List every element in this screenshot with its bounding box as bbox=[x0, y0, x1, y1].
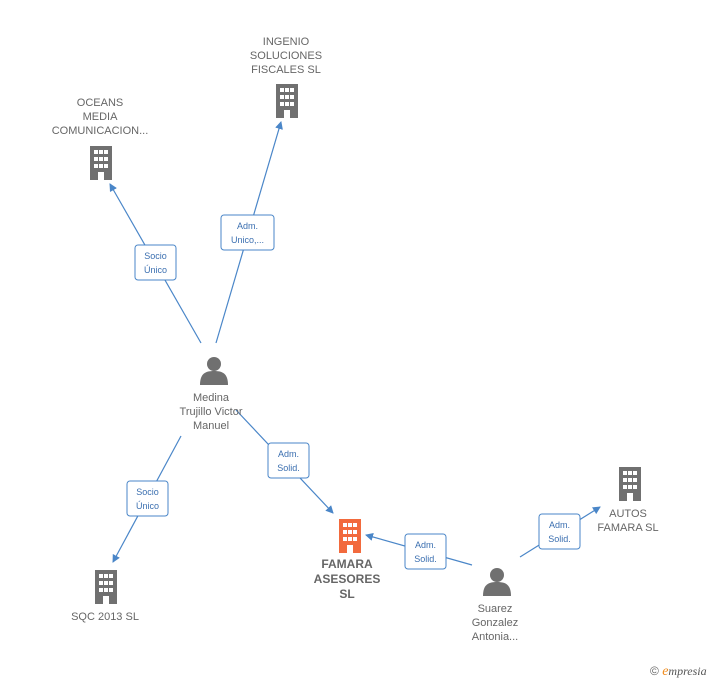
node-label: SQC 2013 SL bbox=[71, 611, 139, 623]
relation-label: Adm. bbox=[237, 221, 258, 231]
node-label: SOLUCIONES bbox=[250, 50, 322, 62]
copyright-symbol: © bbox=[650, 664, 659, 678]
node-label: OCEANS bbox=[77, 97, 123, 109]
node-label: ASESORES bbox=[314, 572, 381, 586]
node-ingenio[interactable]: INGENIO SOLUCIONES FISCALES SL bbox=[250, 36, 322, 118]
node-label: Medina bbox=[193, 392, 230, 404]
relation-label: Adm. bbox=[415, 540, 436, 550]
node-sqc[interactable]: SQC 2013 SL bbox=[71, 570, 139, 623]
node-label: COMUNICACION... bbox=[52, 125, 149, 137]
node-medina[interactable]: Medina Trujillo Victor Manuel bbox=[180, 357, 243, 432]
relation-label: Adm. bbox=[549, 520, 570, 530]
relation-label: Socio bbox=[144, 251, 167, 261]
relation-label: Solid. bbox=[277, 463, 300, 473]
node-label: FAMARA SL bbox=[597, 522, 658, 534]
node-label: Antonia... bbox=[472, 631, 518, 643]
node-famara[interactable]: FAMARA ASESORES SL bbox=[314, 519, 381, 601]
relation-medina-ingenio[interactable]: Adm. Unico,... bbox=[220, 214, 275, 251]
relation-label: Socio bbox=[136, 487, 159, 497]
logo-e: e bbox=[662, 664, 669, 679]
relation-medina-sqc[interactable]: Socio Único bbox=[126, 480, 169, 517]
node-label: Manuel bbox=[193, 420, 229, 432]
building-icon bbox=[339, 519, 361, 553]
relation-suarez-famara[interactable]: Adm. Solid. bbox=[404, 533, 447, 570]
relation-medina-famara[interactable]: Adm. Solid. bbox=[267, 442, 310, 479]
building-icon bbox=[90, 146, 112, 180]
node-label: AUTOS bbox=[609, 508, 647, 520]
relation-label: Único bbox=[136, 501, 159, 511]
node-suarez[interactable]: Suarez Gonzalez Antonia... bbox=[472, 568, 518, 643]
node-label: INGENIO bbox=[263, 36, 310, 48]
node-label: Gonzalez bbox=[472, 617, 518, 629]
relation-medina-oceans[interactable]: Socio Único bbox=[134, 244, 177, 281]
relation-label: Solid. bbox=[414, 554, 437, 564]
person-icon bbox=[483, 568, 511, 596]
empresia-logo: © empresia bbox=[650, 664, 707, 680]
node-label: Trujillo Victor bbox=[180, 406, 243, 418]
relation-label: Unico,... bbox=[231, 235, 264, 245]
relation-label: Único bbox=[144, 265, 167, 275]
node-autos[interactable]: AUTOS FAMARA SL bbox=[597, 467, 659, 534]
building-icon bbox=[276, 84, 298, 118]
node-label: FISCALES SL bbox=[251, 64, 321, 76]
relation-label: Solid. bbox=[548, 534, 571, 544]
node-label: SL bbox=[339, 587, 354, 601]
building-icon bbox=[619, 467, 641, 501]
person-icon bbox=[200, 357, 228, 385]
building-icon bbox=[95, 570, 117, 604]
relation-label: Adm. bbox=[278, 449, 299, 459]
node-oceans[interactable]: OCEANS MEDIA COMUNICACION... bbox=[52, 97, 149, 180]
node-label: Suarez bbox=[478, 603, 513, 615]
node-label: MEDIA bbox=[83, 111, 119, 123]
node-label: FAMARA bbox=[321, 557, 373, 571]
relation-suarez-autos[interactable]: Adm. Solid. bbox=[538, 513, 581, 550]
logo-text: mpresia bbox=[668, 664, 707, 678]
